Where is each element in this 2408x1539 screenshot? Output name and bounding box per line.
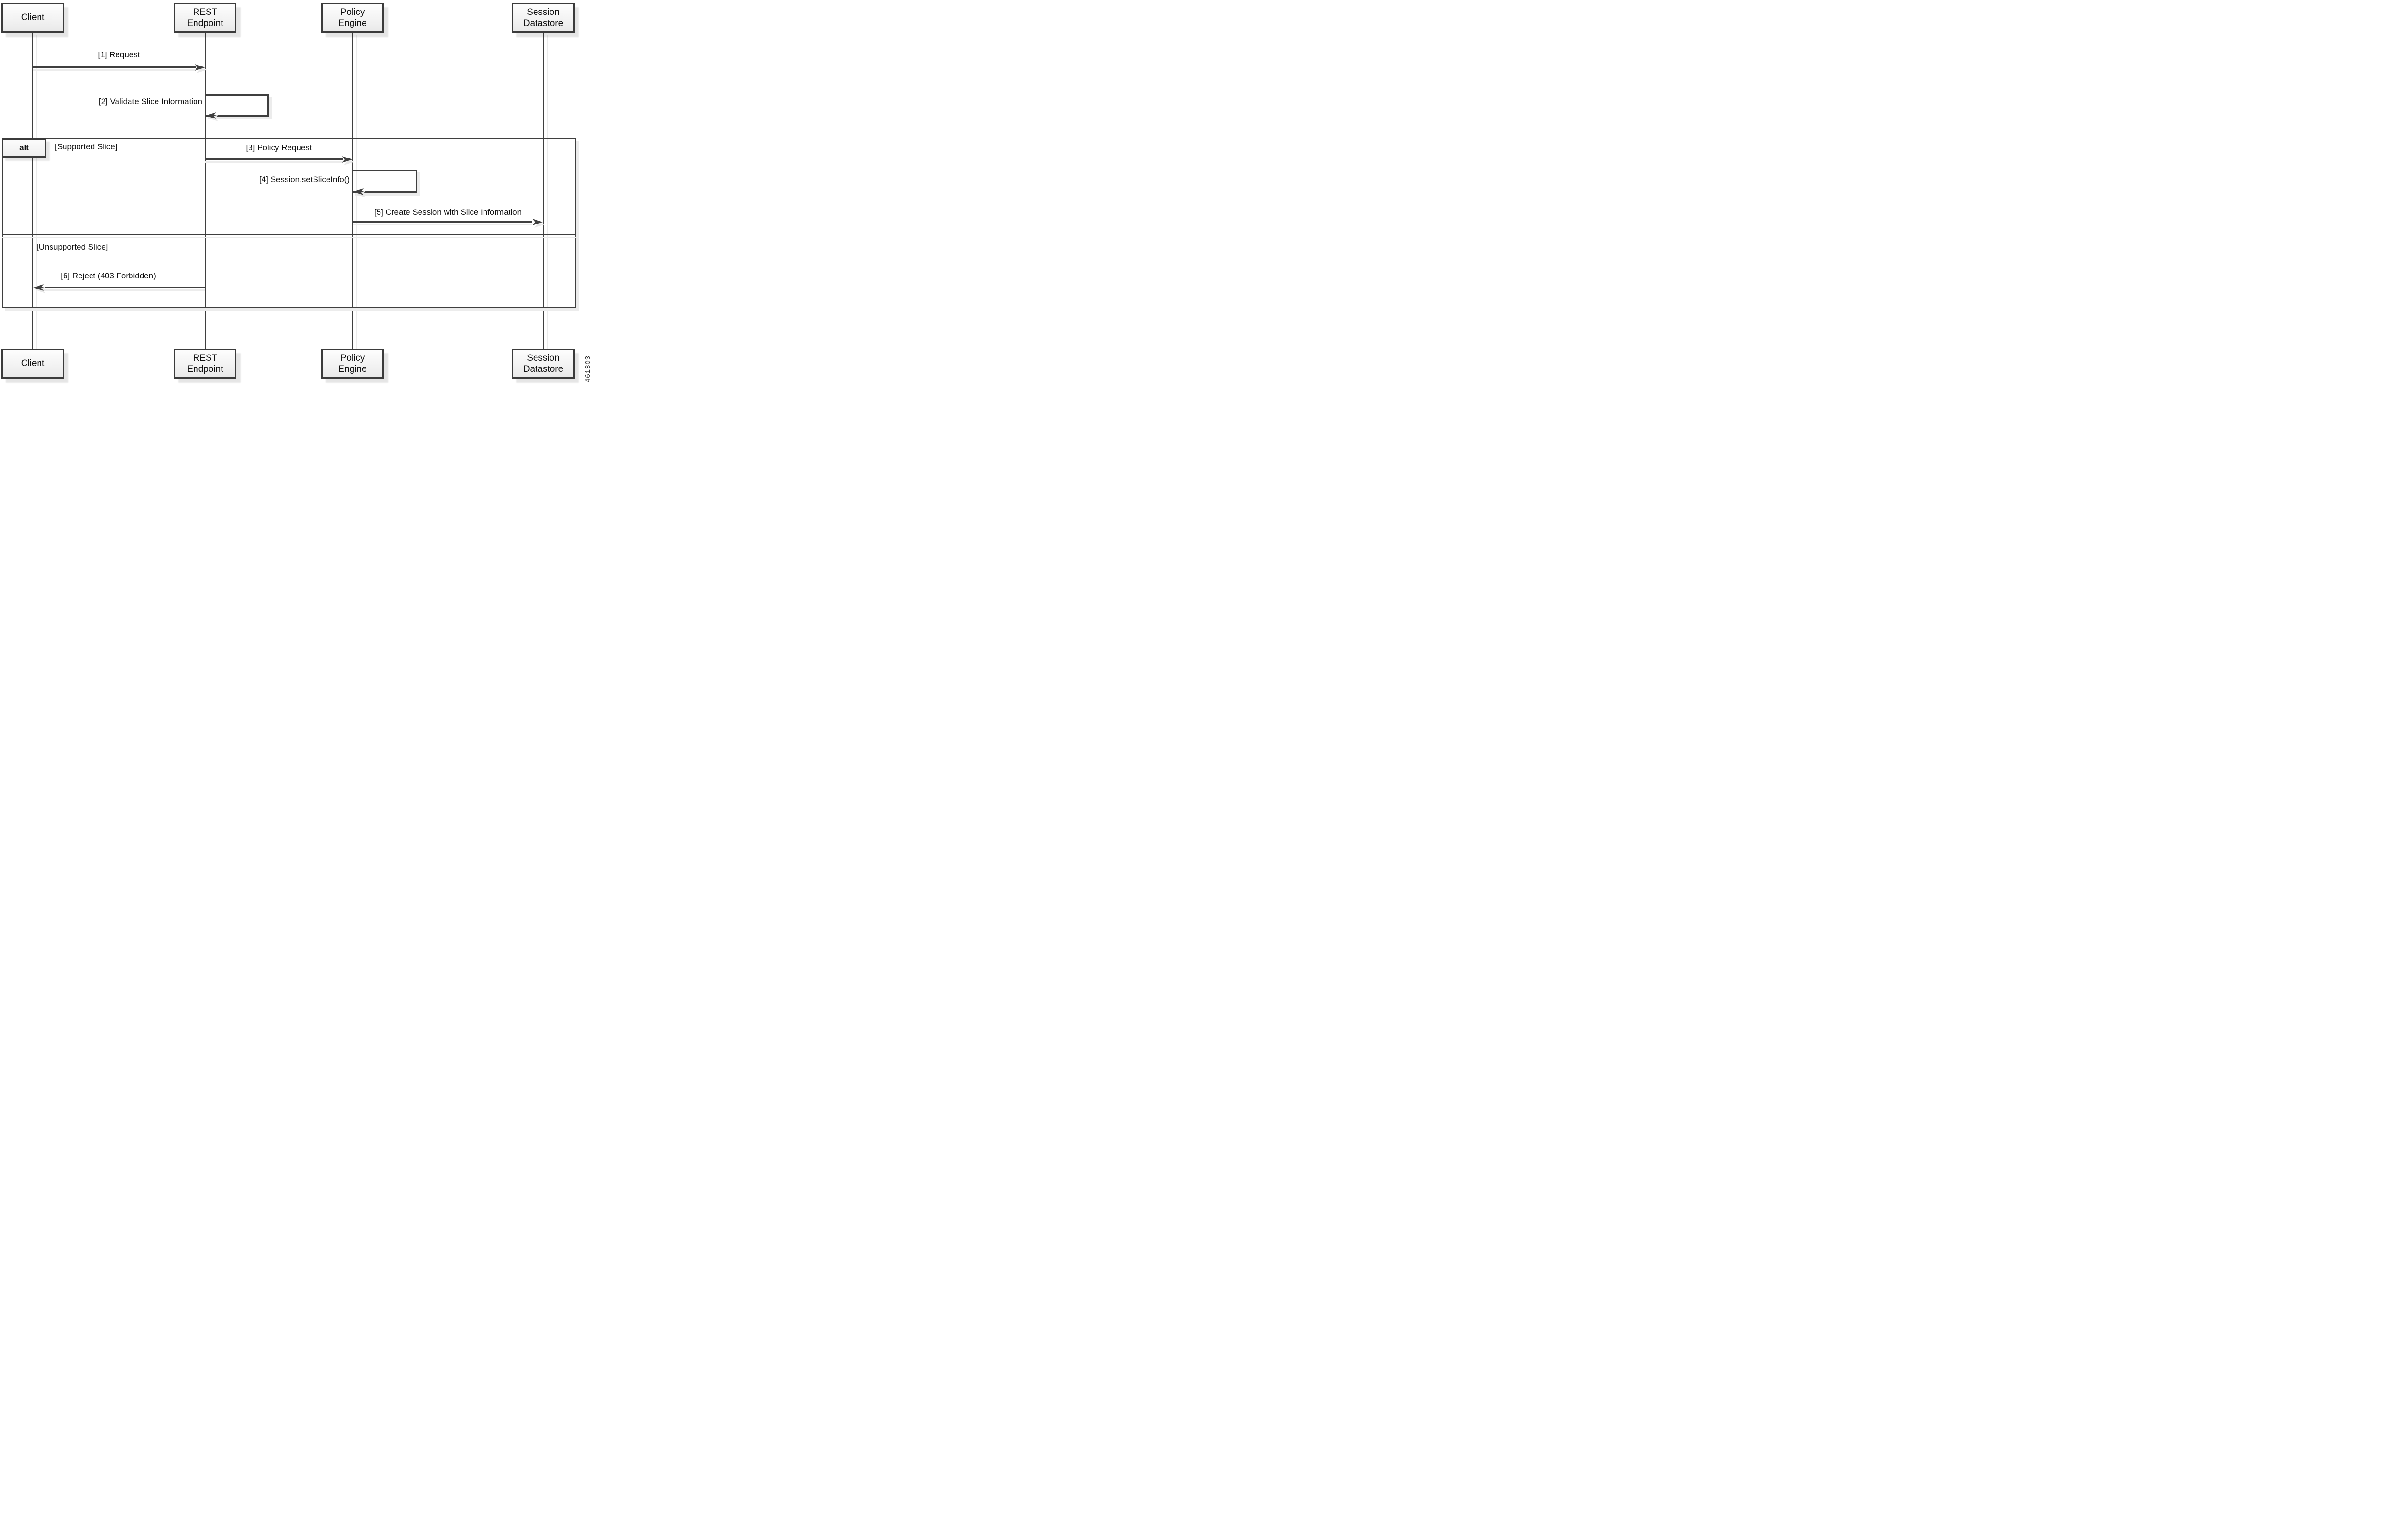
lifeline-rest-endpoint	[205, 33, 206, 349]
message-6-line	[41, 287, 205, 288]
figure-id-watermark: 461303	[584, 355, 592, 382]
alt-operator-text: alt	[19, 143, 29, 152]
lifeline-client	[32, 33, 33, 349]
actor-label: REST	[193, 7, 218, 17]
message-4-self-loop	[353, 170, 417, 193]
guard-supported-slice: [Supported Slice]	[55, 142, 118, 151]
lifeline-session-datastore	[543, 33, 544, 349]
message-4-label: [4] Session.setSliceInfo()	[259, 175, 350, 184]
actor-rest-endpoint-bottom: REST Endpoint	[174, 349, 236, 379]
alt-fragment-divider	[2, 234, 576, 235]
guard-unsupported-slice: [Unsupported Slice]	[37, 242, 108, 251]
actor-rest-endpoint-top: REST Endpoint	[174, 3, 236, 33]
actor-label: REST	[193, 353, 218, 363]
actor-label: Policy	[340, 353, 365, 363]
arrowhead-left-icon	[206, 112, 216, 119]
actor-policy-engine-top: Policy Engine	[321, 3, 384, 33]
arrowhead-left-icon	[353, 188, 364, 195]
message-3-label: [3] Policy Request	[246, 143, 312, 152]
message-5-line	[353, 221, 532, 223]
actor-label: Engine	[338, 364, 367, 374]
arrowhead-right-icon	[532, 219, 543, 225]
message-2-label: [2] Validate Slice Information	[98, 97, 202, 106]
arrowhead-left-icon	[33, 284, 44, 291]
alt-fragment-frame	[2, 138, 576, 308]
message-1-label: [1] Request	[98, 50, 140, 59]
actor-label: Engine	[338, 18, 367, 28]
arrowhead-right-icon	[342, 156, 353, 163]
message-3-line	[205, 158, 343, 160]
actor-label: Session	[527, 353, 560, 363]
actor-client-bottom: Client	[1, 349, 64, 379]
message-1-line	[33, 66, 196, 68]
actor-session-datastore-bottom: Session Datastore	[512, 349, 575, 379]
message-6-label: [6] Reject (403 Forbidden)	[61, 271, 156, 280]
message-2-self-loop	[205, 94, 269, 117]
actor-label: Client	[21, 358, 45, 369]
actor-label: Datastore	[523, 18, 563, 28]
actor-client-top: Client	[1, 3, 64, 33]
actor-label: Session	[527, 7, 560, 17]
actor-label: Policy	[340, 7, 365, 17]
actor-label: Endpoint	[187, 364, 223, 374]
lifeline-policy-engine	[352, 33, 353, 349]
actor-label: Endpoint	[187, 18, 223, 28]
actor-label: Datastore	[523, 364, 563, 374]
sequence-diagram: alt [Supported Slice] [Unsupported Slice…	[0, 0, 602, 385]
alt-operator-label: alt	[2, 138, 46, 158]
actor-policy-engine-bottom: Policy Engine	[321, 349, 384, 379]
actor-session-datastore-top: Session Datastore	[512, 3, 575, 33]
arrowhead-right-icon	[195, 64, 205, 71]
actor-label: Client	[21, 13, 45, 23]
message-5-label: [5] Create Session with Slice Informatio…	[374, 208, 522, 217]
